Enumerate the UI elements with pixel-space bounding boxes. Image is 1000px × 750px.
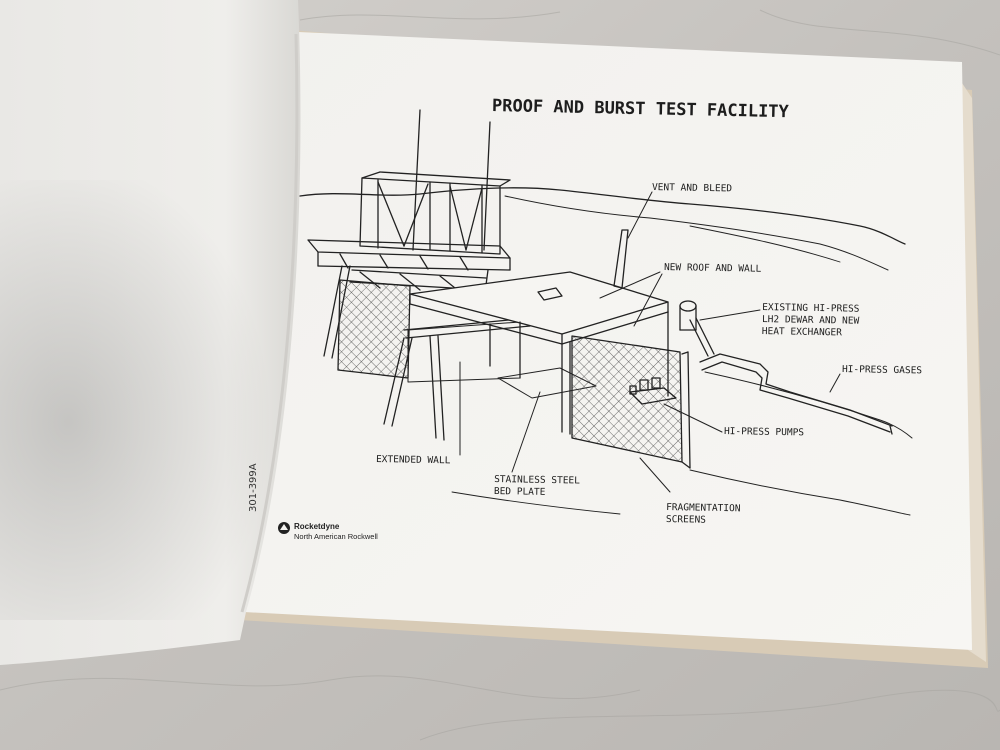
antenna-left <box>412 109 421 251</box>
page-shadow <box>0 180 340 620</box>
callout-text: EXTENDED WALL <box>375 454 451 467</box>
gas-pipeline <box>699 353 893 427</box>
brand-name: Rocketdyne <box>294 522 340 531</box>
brand-parent: North American Rockwell <box>294 532 378 541</box>
hill-line-2 <box>504 195 889 271</box>
tower-frame <box>359 177 501 255</box>
tower-leg <box>323 265 343 357</box>
ground-line-3 <box>451 491 621 515</box>
dewar <box>679 300 715 357</box>
roof-hatch <box>537 287 563 301</box>
callout-text: NEW ROOF AND WALL <box>663 262 762 275</box>
callout-text: VENT AND BLEED <box>651 182 733 195</box>
callout-new-roof-and-wall: NEW ROOF AND WALL <box>664 262 761 276</box>
hill-line <box>299 187 906 245</box>
ground-line-2 <box>689 469 911 516</box>
callout-extended-wall: EXTENDED WALL <box>376 454 451 467</box>
callout-text: HI-PRESS PUMPS <box>723 426 805 439</box>
antenna-right <box>483 121 491 251</box>
fragmentation-screen-left <box>337 279 411 379</box>
callout-hi-press-pumps: HI-PRESS PUMPS <box>724 426 804 439</box>
facility-illustration <box>299 109 913 516</box>
callout-bed-plate: STAINLESS STEEL BED PLATE <box>494 474 580 499</box>
brand-block: Rocketdyne North American Rockwell <box>294 522 378 542</box>
pumps <box>629 377 677 405</box>
callout-text: HI-PRESS GASES <box>841 364 923 377</box>
callout-vent-and-bleed: VENT AND BLEED <box>652 182 732 195</box>
callout-text: SCREENS <box>665 514 707 526</box>
callout-text: BED PLATE <box>493 486 546 498</box>
page-gutter <box>240 33 299 613</box>
rocketdyne-logo-icon <box>278 522 290 534</box>
marble-veins <box>0 9 1000 741</box>
callout-hi-press-gases: HI-PRESS GASES <box>842 364 922 377</box>
callout-text: HEAT EXCHANGER <box>761 325 842 339</box>
callout-fragmentation-screens: FRAGMENTATION SCREENS <box>666 502 741 527</box>
callout-existing-dewar: EXISTING HI-PRESS LH2 DEWAR AND NEW HEAT… <box>762 302 860 340</box>
vent-stack <box>613 229 629 289</box>
hill-line-3 <box>689 225 841 263</box>
document-number: 301-399A <box>248 463 259 512</box>
leader-lines <box>459 191 841 493</box>
